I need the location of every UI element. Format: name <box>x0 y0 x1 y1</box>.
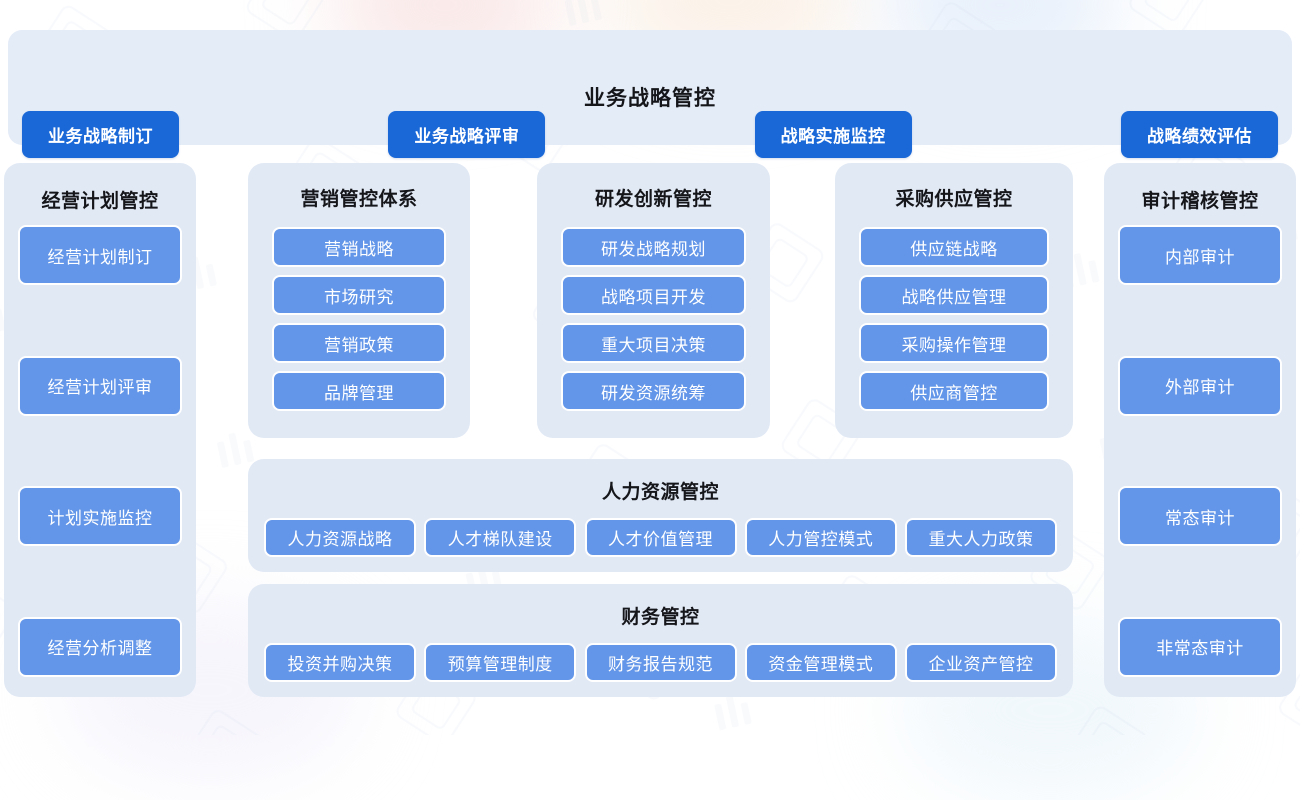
chip-strategic-project-dev[interactable]: 战略项目开发 <box>561 275 746 315</box>
panel-title-rd: 研发创新管控 <box>594 189 712 210</box>
chip-external-audit[interactable]: 外部审计 <box>1118 355 1282 416</box>
chip-stack-operating-plan: 经营计划制订 经营计划评审 计划实施监控 经营分析调整 <box>18 225 182 677</box>
banner-button-strategy-performance[interactable]: 战略绩效评估 <box>1120 111 1278 158</box>
panel-audit-inspection-control: 审计稽核管控 内部审计 外部审计 常态审计 非常态审计 <box>1104 163 1296 697</box>
chip-talent-value-mgmt[interactable]: 人才价值管理 <box>584 518 737 557</box>
chip-operating-plan-review[interactable]: 经营计划评审 <box>18 355 182 416</box>
panel-title-marketing: 营销管控体系 <box>300 189 418 210</box>
chip-plan-implementation-monitor[interactable]: 计划实施监控 <box>18 486 182 547</box>
chip-marketing-strategy[interactable]: 营销战略 <box>272 227 446 267</box>
chip-financial-report-norm[interactable]: 财务报告规范 <box>584 643 737 682</box>
chip-talent-pipeline[interactable]: 人才梯队建设 <box>424 518 577 557</box>
banner-title: 业务战略管控 <box>584 87 716 110</box>
chip-stack-purchase: 供应链战略 战略供应管理 采购操作管理 供应商管控 <box>835 227 1073 411</box>
panel-title-hr: 人力资源管控 <box>601 482 719 503</box>
panel-title-operating-plan: 经营计划管控 <box>41 191 159 212</box>
chip-supply-chain-strategy[interactable]: 供应链战略 <box>859 227 1049 267</box>
panel-marketing-control-system: 营销管控体系 营销战略 市场研究 营销政策 品牌管理 <box>248 163 470 438</box>
banner-button-row: 业务战略制订 业务战略评审 战略实施监控 战略绩效评估 <box>22 111 1278 158</box>
chip-operating-analysis-adjust[interactable]: 经营分析调整 <box>18 616 182 677</box>
chip-operating-plan-formulation[interactable]: 经营计划制订 <box>18 225 182 285</box>
chip-enterprise-asset-control[interactable]: 企业资产管控 <box>905 643 1057 682</box>
chip-brand-management[interactable]: 品牌管理 <box>272 371 446 411</box>
chip-stack-rd: 研发战略规划 战略项目开发 重大项目决策 研发资源统筹 <box>537 227 770 411</box>
panel-finance-control: 财务管控 投资并购决策 预算管理制度 财务报告规范 资金管理模式 企业资产管控 <box>248 584 1073 697</box>
banner-button-strategy-monitoring[interactable]: 战略实施监控 <box>754 111 912 158</box>
strategy-control-diagram: 业务战略管控 业务战略制订 业务战略评审 战略实施监控 战略绩效评估 经营计划管… <box>4 30 1296 697</box>
chip-supplier-control[interactable]: 供应商管控 <box>859 371 1049 411</box>
panel-operating-plan-control: 经营计划管控 经营计划制订 经营计划评审 计划实施监控 经营分析调整 <box>4 163 196 697</box>
chip-routine-audit[interactable]: 常态审计 <box>1118 486 1282 547</box>
business-strategy-banner: 业务战略管控 业务战略制订 业务战略评审 战略实施监控 战略绩效评估 <box>8 30 1292 158</box>
chip-major-hr-policy[interactable]: 重大人力政策 <box>905 518 1057 557</box>
panel-human-resources-control: 人力资源管控 人力资源战略 人才梯队建设 人才价值管理 人力管控模式 重大人力政… <box>248 459 1073 572</box>
banner-button-strategy-formulation[interactable]: 业务战略制订 <box>22 111 179 158</box>
chip-hr-strategy[interactable]: 人力资源战略 <box>264 518 416 557</box>
chip-market-research[interactable]: 市场研究 <box>272 275 446 315</box>
chip-fund-management-model[interactable]: 资金管理模式 <box>744 643 897 682</box>
chip-non-routine-audit[interactable]: 非常态审计 <box>1118 616 1282 677</box>
panel-rd-innovation-control: 研发创新管控 研发战略规划 战略项目开发 重大项目决策 研发资源统筹 <box>537 163 770 438</box>
chip-stack-marketing: 营销战略 市场研究 营销政策 品牌管理 <box>248 227 470 411</box>
chip-marketing-policy[interactable]: 营销政策 <box>272 323 446 363</box>
chip-row-hr: 人力资源战略 人才梯队建设 人才价值管理 人力管控模式 重大人力政策 <box>248 518 1073 557</box>
chip-major-project-decision[interactable]: 重大项目决策 <box>561 323 746 363</box>
panel-title-purchase: 采购供应管控 <box>895 189 1013 210</box>
panel-title-finance: 财务管控 <box>621 607 700 628</box>
chip-internal-audit[interactable]: 内部审计 <box>1118 225 1282 285</box>
chip-row-finance: 投资并购决策 预算管理制度 财务报告规范 资金管理模式 企业资产管控 <box>248 643 1073 682</box>
chip-stack-audit: 内部审计 外部审计 常态审计 非常态审计 <box>1118 225 1282 677</box>
chip-investment-ma-decision[interactable]: 投资并购决策 <box>264 643 416 682</box>
chip-budget-management[interactable]: 预算管理制度 <box>424 643 577 682</box>
chip-rd-strategy-planning[interactable]: 研发战略规划 <box>561 227 746 267</box>
chip-hr-control-model[interactable]: 人力管控模式 <box>744 518 897 557</box>
chip-procurement-operation[interactable]: 采购操作管理 <box>859 323 1049 363</box>
chip-strategic-supply-mgmt[interactable]: 战略供应管理 <box>859 275 1049 315</box>
panel-purchase-supply-control: 采购供应管控 供应链战略 战略供应管理 采购操作管理 供应商管控 <box>835 163 1073 438</box>
panel-title-audit: 审计稽核管控 <box>1141 191 1259 212</box>
banner-button-strategy-review[interactable]: 业务战略评审 <box>388 111 546 158</box>
chip-rd-resource-planning[interactable]: 研发资源统筹 <box>561 371 746 411</box>
